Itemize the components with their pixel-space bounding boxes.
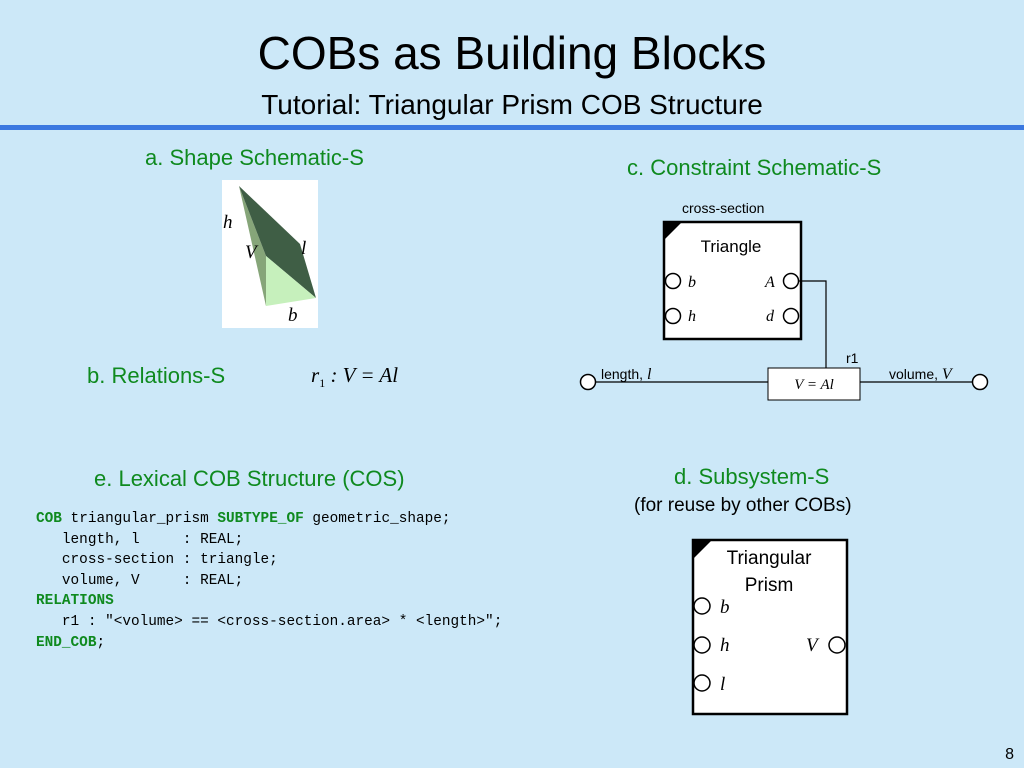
triangle-block-title: Triangle xyxy=(701,237,762,256)
subsystem-diagram: Triangular Prism b h l V xyxy=(691,538,849,716)
port-volume[interactable] xyxy=(971,373,989,391)
subsystem-block-corner xyxy=(693,540,712,559)
heading-shape-schematic: a. Shape Schematic-S xyxy=(145,145,364,170)
code-line-4: volume, V : REAL; xyxy=(36,572,244,589)
relation-r: r xyxy=(311,363,320,387)
relation-box-equation: V = Al xyxy=(794,377,834,393)
relation-name: r1 xyxy=(846,350,859,366)
code-keyword-end: END_COB xyxy=(36,634,97,651)
subsystem-port-b-label: b xyxy=(720,597,730,618)
code-keyword-subtype: SUBTYPE_OF xyxy=(217,511,304,527)
prism-label-b: b xyxy=(288,305,298,326)
port-A[interactable] xyxy=(782,272,800,290)
title-divider xyxy=(0,125,1024,130)
prism-label-h: h xyxy=(223,212,233,233)
page-number: 8 xyxy=(1005,746,1014,763)
prism-label-l: l xyxy=(301,238,306,259)
volume-label: volume, V xyxy=(889,366,954,383)
subsystem-title-line2: Prism xyxy=(745,575,794,596)
prism-figure: h V l b xyxy=(222,180,318,328)
slide-subtitle: Tutorial: Triangular Prism COB Structure xyxy=(261,89,763,120)
code-text: triangular_prism xyxy=(61,511,218,527)
cross-section-label: cross-section xyxy=(682,200,764,216)
code-keyword-cob: COB xyxy=(36,511,62,527)
constraint-schematic: cross-section Triangle b h A d r1 length… xyxy=(579,200,989,401)
subsystem-title-line1: Triangular xyxy=(727,548,813,569)
port-b[interactable] xyxy=(664,272,682,290)
triangle-block[interactable] xyxy=(662,220,803,341)
length-label: length, l xyxy=(601,366,652,383)
slide-title: COBs as Building Blocks xyxy=(257,27,767,79)
heading-subsystem: d. Subsystem-S xyxy=(674,464,830,489)
relation-equation: r1 : V = Al xyxy=(311,363,398,391)
subsystem-port-b[interactable] xyxy=(693,597,711,615)
port-d-label: d xyxy=(766,308,775,325)
subsystem-port-h[interactable] xyxy=(693,636,711,654)
code-line-1: COB triangular_prism SUBTYPE_OF geometri… xyxy=(36,509,502,530)
subsystem-port-V-label: V xyxy=(806,635,820,656)
triangle-block-corner xyxy=(664,222,682,240)
code-text: geometric_shape; xyxy=(303,511,451,527)
prism-end-face xyxy=(266,256,316,306)
relation-subscript: 1 xyxy=(319,376,326,391)
subsystem-port-l[interactable] xyxy=(693,674,711,692)
code-line-7: END_COB; xyxy=(36,633,502,654)
subsystem-block[interactable] xyxy=(691,538,849,716)
heading-lexical: e. Lexical COB Structure (COS) xyxy=(94,466,405,491)
prism-label-V: V xyxy=(245,242,259,263)
code-text: ; xyxy=(96,634,106,651)
connector-area xyxy=(799,280,827,368)
subsystem-port-l-label: l xyxy=(720,674,725,695)
port-h-label: h xyxy=(688,308,696,325)
code-line-2: length, l : REAL; xyxy=(36,531,244,548)
port-A-label: A xyxy=(764,274,775,291)
port-b-label: b xyxy=(688,274,696,291)
subsystem-port-V[interactable] xyxy=(828,636,846,654)
code-line-5: RELATIONS xyxy=(36,593,114,610)
relation-rest: : V = Al xyxy=(325,363,399,387)
subsystem-port-h-label: h xyxy=(720,635,730,656)
port-h[interactable] xyxy=(664,307,682,325)
code-line-3: cross-section : triangle; xyxy=(36,552,278,569)
prism-top-face xyxy=(239,186,316,298)
prism-side-face xyxy=(239,186,266,306)
port-d[interactable] xyxy=(782,307,800,325)
code-line-6: r1 : "<volume> == <cross-section.area> *… xyxy=(36,613,503,630)
subsystem-note: (for reuse by other COBs) xyxy=(634,495,852,516)
relation-box[interactable] xyxy=(767,367,861,401)
port-length[interactable] xyxy=(579,373,597,391)
heading-constraint-schematic: c. Constraint Schematic-S xyxy=(627,155,882,180)
lexical-code: COB triangular_prism SUBTYPE_OF geometri… xyxy=(36,509,502,653)
heading-relations: b. Relations-S xyxy=(87,363,226,388)
